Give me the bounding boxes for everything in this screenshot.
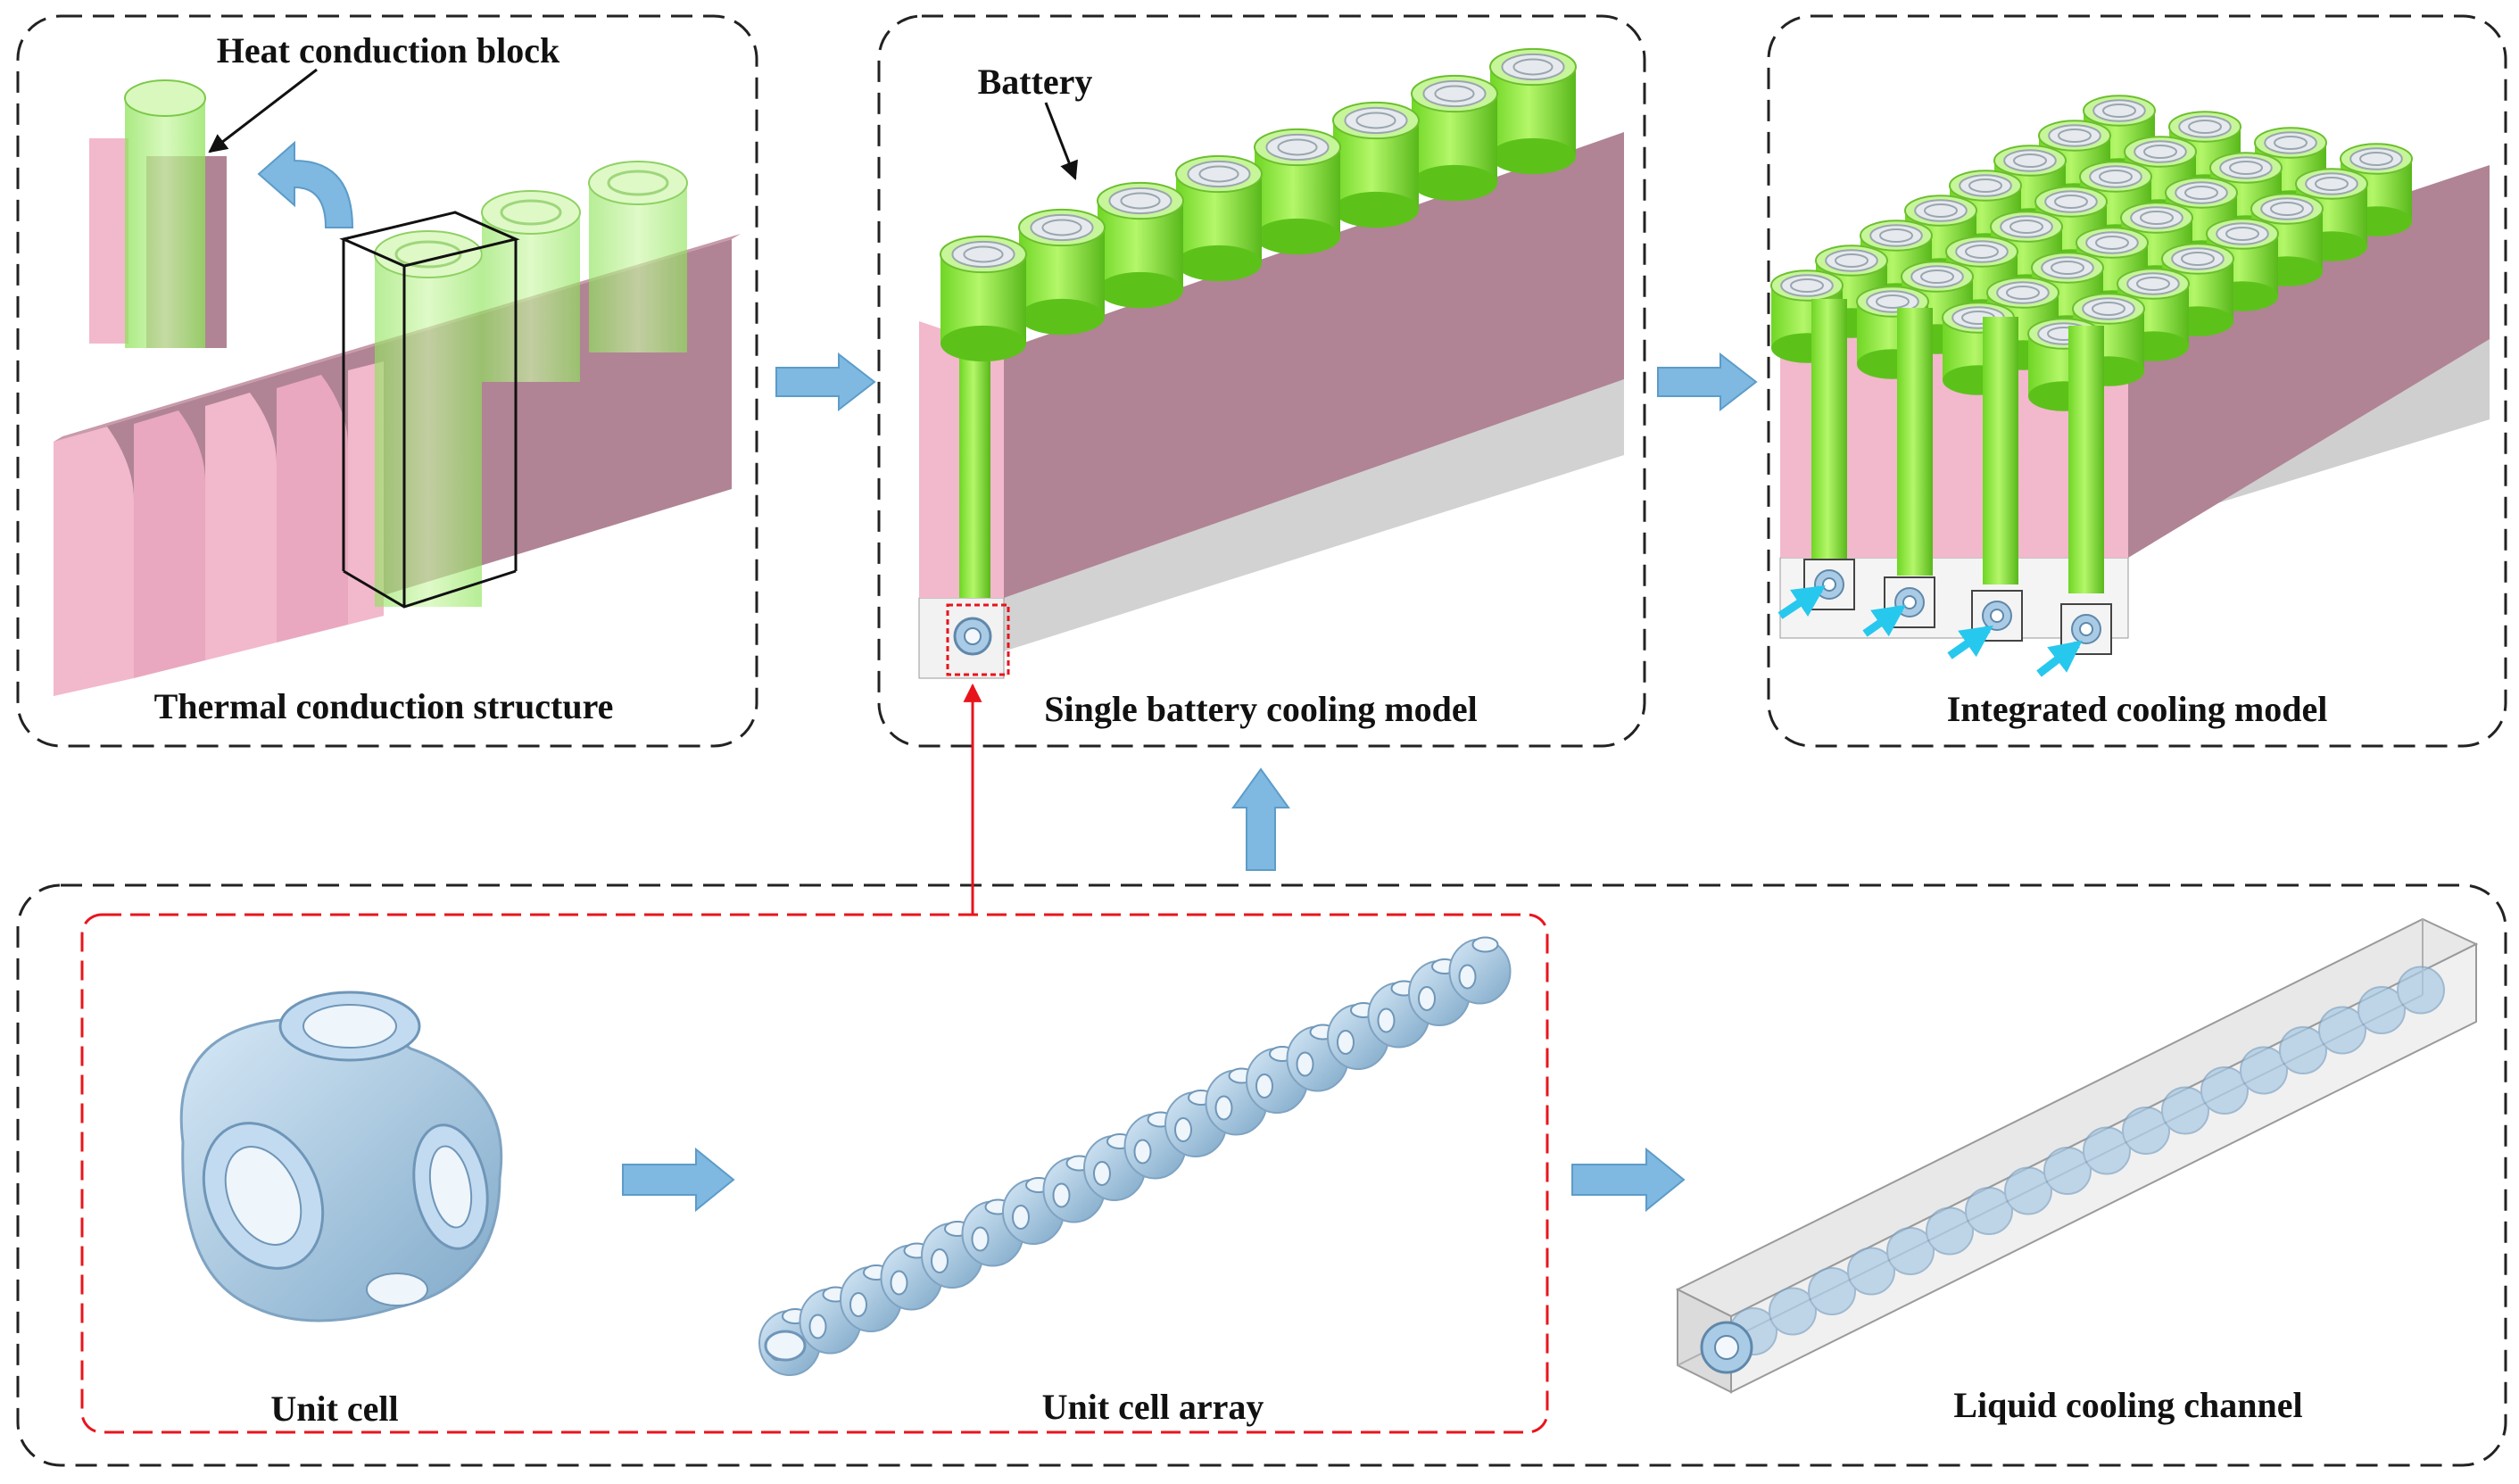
channel-unit-cell [2200,1066,2249,1115]
unit-cell-label: Unit cell [270,1389,398,1429]
channel-unit-cell [2004,1166,2052,1215]
flow-arrow-panel1-to-panel2 [775,352,876,412]
channel-unit-cell [2397,966,2445,1015]
flow-arrow-up-to-panel2 [1231,767,1290,871]
channel-unit-cell [1808,1267,1856,1315]
flow-arrow-panel2-to-panel3 [1657,352,1758,412]
battery-cell [1411,74,1498,202]
channel-unit-cell [2279,1026,2327,1074]
channel-unit-cell [1886,1227,1935,1275]
channel-unit-cell [1965,1187,2013,1235]
battery-column [1897,308,1933,576]
battery-pointer-arrow [1044,102,1078,180]
battery-label: Battery [978,62,1093,102]
heat-conduction-block-label: Heat conduction block [217,30,560,70]
battery-column [1983,317,2018,584]
battery-cell [1489,47,1577,175]
battery-cell [2340,143,2413,236]
battery-cell [1175,154,1263,282]
liquid-cooling-channel-label: Liquid cooling channel [1953,1385,2302,1425]
battery-cell [1332,101,1420,228]
integrated-inlets [1803,559,2112,655]
unit-cell-array-illustration [758,936,1512,1376]
battery-cell [940,235,1027,362]
thermal-conduction-structure-illustration [54,79,741,696]
flow-arrow-array-to-channel [1571,1147,1686,1213]
panel-thermal-conduction-border [16,14,758,748]
inlet-flow-arrows [1777,585,2083,677]
unit-cell-group-border [80,913,1549,1434]
battery-column [2068,326,2104,593]
integrated-model-illustration [1779,165,2490,639]
channel-unit-cell [2161,1086,2209,1135]
integrated-cooling-model-label: Integrated cooling model [1947,689,2328,729]
array-inlet [764,1330,807,1362]
battery-cell [1018,208,1106,336]
unit-cell-illustration [179,991,503,1322]
battery-row [940,47,1577,362]
array-unit-cell [1448,936,1512,1005]
channel-unit-cell [2318,1006,2366,1055]
channel-unit-cell [1926,1206,1974,1256]
thermal-conduction-structure-label: Thermal conduction structure [154,686,614,726]
battery-grid [1770,95,2413,593]
channel-unit-cell [2083,1126,2131,1175]
unit-cell-array-label: Unit cell array [1042,1387,1264,1427]
panel-single-battery-border [877,14,1646,748]
channel-unit-cell [1847,1247,1895,1296]
panel-integrated-border [1767,14,2507,748]
battery-cell [1097,181,1184,309]
channel-unit-cell [2043,1147,2092,1195]
inlet-highlight-box [946,603,1010,676]
single-battery-cooling-model-label: Single battery cooling model [1044,689,1478,729]
channel-unit-cell [2357,986,2406,1034]
panel-liquid-channel-border [16,883,2507,1467]
battery-cell [2161,243,2234,336]
battery-cell [1254,128,1341,255]
channel-unit-cell [1769,1287,1817,1336]
flow-arrow-unit-to-array [622,1147,735,1213]
heat-block-pointer-arrow [208,68,318,153]
channel-unit-cell [2240,1046,2288,1095]
channel-cell-array [1729,966,2445,1355]
channel-unit-cell [2122,1107,2170,1155]
channel-inlet [1700,1321,1753,1374]
battery-column [1811,299,1847,567]
